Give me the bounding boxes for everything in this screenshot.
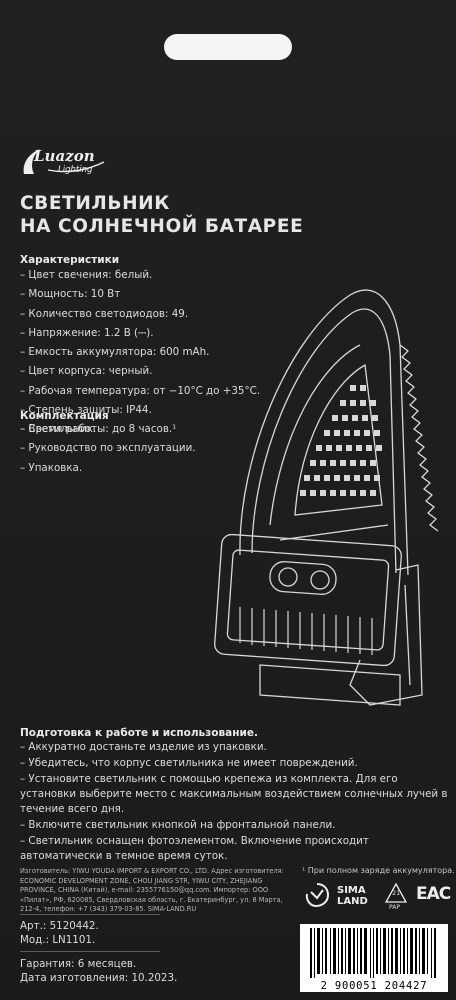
prep-item: – Включите светильник кнопкой на фронтал… [20,819,336,831]
recycle-number: 21 [392,889,401,897]
spec-item: – Цвет свечения: белый. [20,269,153,281]
spec-item: – Количество светодиодов: 49. [20,307,189,320]
title-line-2: НА СОЛНЕЧНОЙ БАТАРЕЕ [20,216,304,237]
barcode-number: 2 900051 204427 [320,980,428,992]
solar-lamp-illustration [214,289,439,706]
preparation-list: – Аккуратно достаньте изделие из упаковк… [20,740,448,865]
barcode [300,924,448,992]
recycle-code: PAP [389,904,400,911]
preparation-heading: Подготовка к работе и использование. [20,727,258,739]
sima-line-1: SIMA [337,885,366,896]
characteristics-list: – Цвет свечения: белый. – Мощность: 10 В… [20,266,260,440]
luazon-logo-swoosh [23,149,105,174]
hang-hole [164,34,292,60]
spec-item: – Цвет корпуса: черный. [20,365,153,378]
article-number: Арт.: 5120442. [20,920,99,932]
spec-item: – Степень защиты: IP44. [20,404,152,417]
footnote: ¹ При полном заряде аккумулятора. [302,866,455,875]
kit-heading: Комплектация [20,410,109,422]
divider [20,951,160,952]
kit-list: – Светильник. – Руководство по эксплуата… [20,420,196,478]
spec-item: – Емкость аккумулятора: 600 mAh. [20,346,210,359]
spec-item: – Время работы: до 8 часов.¹ [20,423,177,436]
title-line-1: СВЕТИЛЬНИК [20,193,170,214]
spec-item: – Мощность: 10 Вт [20,288,121,301]
prep-item: – Аккуратно достаньте изделие из упаковк… [20,741,267,753]
spec-item: – Рабочая температура: от −10°С до +35°С… [20,384,261,397]
warranty: Гарантия: 6 месяцев. [20,958,137,970]
model-number: Мод.: LN1101. [20,934,96,946]
sima-line-2: LAND [337,896,368,907]
kit-item: – Упаковка. [20,461,83,474]
prep-item: – Убедитесь, что корпус светильника не и… [20,757,358,769]
sima-land-mark: SIMA LAND [337,885,368,907]
prep-item: – Установите светильник с помощью крепеж… [20,773,448,815]
characteristics-heading: Характеристики [20,254,120,266]
kit-item: – Руководство по эксплуатации. [20,442,196,455]
recycle-loop-icon [305,883,330,908]
manufacturer-info: Изготовитель: YIWU YOUDA IMPORT & EXPORT… [20,867,284,913]
barcode-bars [310,928,436,978]
spec-item: – Напряжение: 1.2 В (⎓). [20,326,154,339]
brand-logo-sub: Lighting [58,165,93,175]
prep-item: – Светильник оснащен фотоэлементом. Вклю… [20,835,369,862]
divider [20,914,160,915]
kit-item: – Светильник. [20,423,97,435]
product-title: СВЕТИЛЬНИК НА СОЛНЕЧНОЙ БАТАРЕЕ [20,192,303,238]
manufacture-date: Дата изготовления: 10.2023. [20,972,178,984]
recycle-triangle-icon [384,882,408,903]
brand-logo: Luazon [34,147,95,165]
eac-mark: EAC [416,884,451,904]
